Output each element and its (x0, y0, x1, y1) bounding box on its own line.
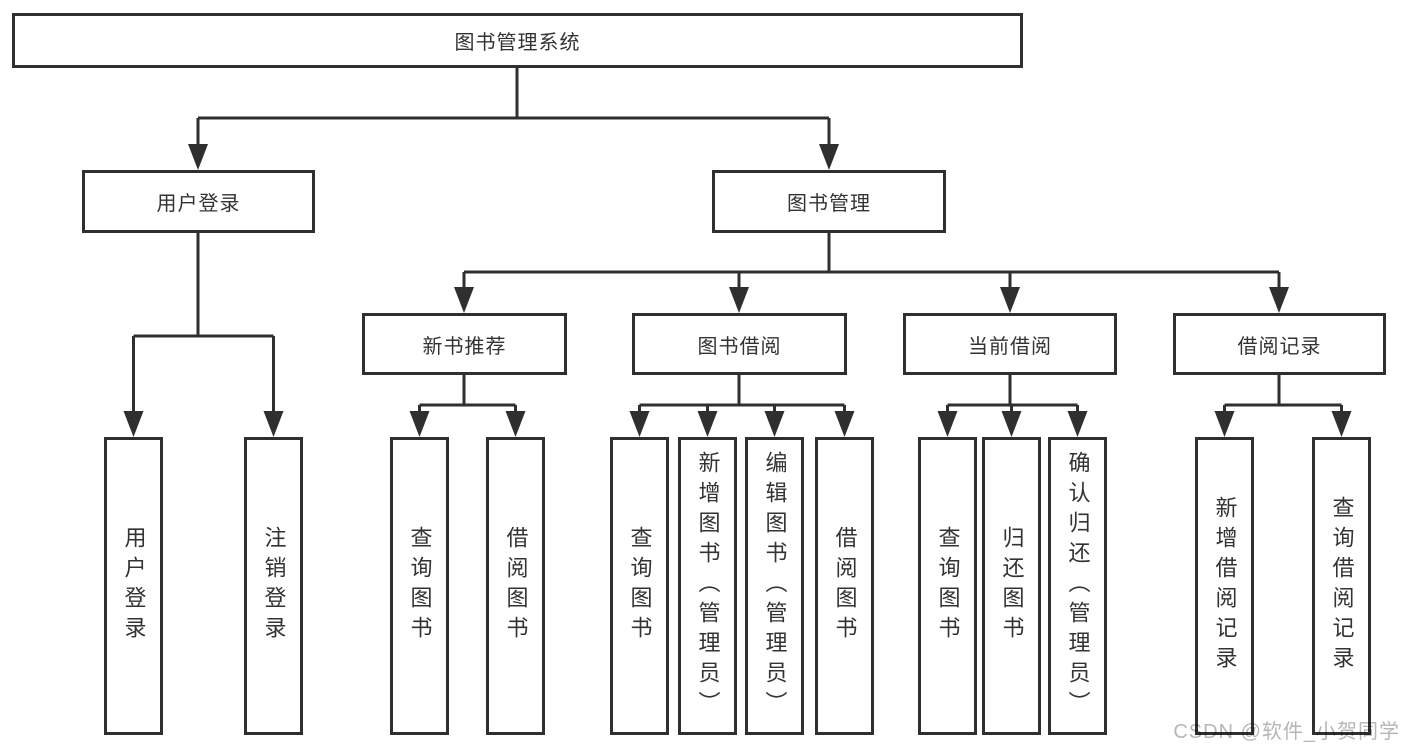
leaf-logout: 注销登录 (244, 437, 303, 735)
node-label: 查询借阅记录 (1329, 496, 1355, 676)
node-label: 注销登录 (261, 526, 287, 646)
node-label: 图书管理 (787, 193, 871, 215)
node-label: 新增借阅记录 (1212, 496, 1238, 676)
node-label: 查询图书 (407, 526, 433, 646)
node-new-book-recommend: 新书推荐 (362, 313, 567, 375)
leaf-borrow-edit-books-admin: 编辑图书（管理员） (745, 437, 804, 735)
node-user-login: 用户登录 (82, 170, 315, 233)
node-label: 确认归还（管理员） (1065, 451, 1091, 721)
node-book-management: 图书管理 (712, 170, 946, 233)
leaf-records-query-borrow-record: 查询借阅记录 (1312, 437, 1371, 735)
node-label: 借阅记录 (1237, 335, 1322, 358)
leaf-current-query-books: 查询图书 (918, 437, 977, 735)
leaf-borrow-add-books-admin: 新增图书（管理员） (678, 437, 737, 735)
node-label: 编辑图书（管理员） (762, 451, 788, 721)
node-label: 新书推荐 (422, 335, 507, 358)
csdn-watermark: CSDN @软件_小贺同学 (1173, 721, 1400, 743)
node-label: 新增图书（管理员） (695, 451, 721, 721)
node-label: 查询图书 (935, 526, 961, 646)
node-label: 当前借阅 (968, 335, 1052, 358)
leaf-records-add-borrow-record: 新增借阅记录 (1195, 437, 1254, 735)
leaf-recommend-borrow-books: 借阅图书 (486, 437, 545, 735)
node-label: 用户登录 (156, 193, 241, 215)
leaf-borrow-borrow-books: 借阅图书 (815, 437, 874, 735)
node-label: 查询图书 (627, 526, 653, 646)
node-label: 借阅图书 (832, 526, 858, 646)
node-borrow-records: 借阅记录 (1173, 313, 1386, 375)
node-label: 用户登录 (121, 526, 147, 646)
node-label: 归还图书 (999, 526, 1025, 646)
node-label: 借阅图书 (503, 526, 529, 646)
node-current-borrowing: 当前借阅 (903, 313, 1117, 375)
leaf-current-return-books: 归还图书 (982, 437, 1041, 735)
node-book-borrowing: 图书借阅 (632, 313, 847, 375)
node-label: 图书借阅 (697, 335, 782, 358)
leaf-recommend-query-books: 查询图书 (390, 437, 449, 735)
leaf-current-confirm-return-admin: 确认归还（管理员） (1048, 437, 1107, 735)
node-root-library-system: 图书管理系统 (12, 13, 1023, 68)
node-label: 图书管理系统 (454, 32, 581, 54)
leaf-user-login: 用户登录 (104, 437, 163, 735)
leaf-borrow-query-books: 查询图书 (610, 437, 669, 735)
